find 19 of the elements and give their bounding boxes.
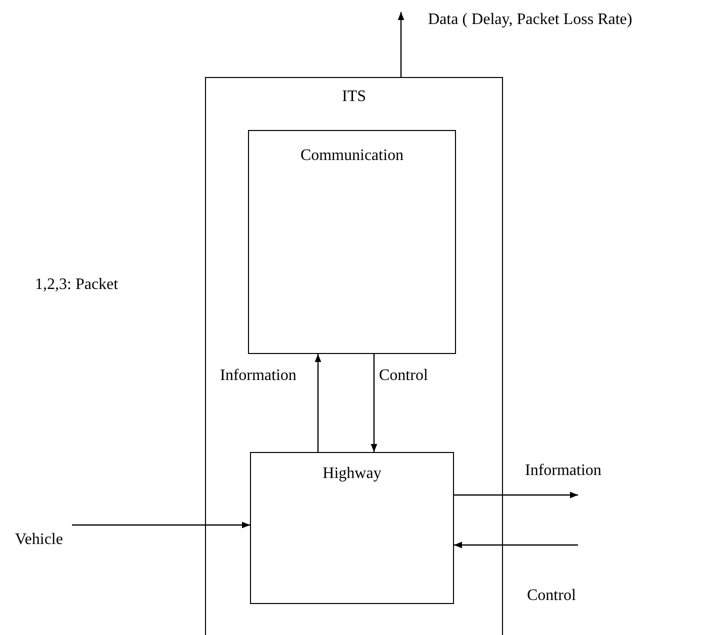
edge-label: Information: [220, 367, 296, 385]
node-title: Communication: [299, 147, 405, 165]
arrow: [454, 492, 578, 498]
component-box: [248, 130, 456, 354]
edge-label: Information: [525, 462, 602, 480]
system-box: [205, 77, 503, 635]
note-text: 1,2,3: Packet: [35, 276, 118, 294]
node-title: ITS: [341, 88, 367, 106]
arrow: [454, 542, 578, 548]
arrow: [314, 354, 322, 452]
component-box: [250, 452, 454, 604]
edge-label: Control: [379, 367, 428, 385]
arrow: [370, 354, 378, 452]
edge-label: Vehicle: [15, 531, 63, 549]
arrow: [398, 12, 404, 77]
node-title: Highway: [322, 465, 382, 483]
edge-label: Control: [527, 587, 576, 605]
arrow: [72, 522, 250, 528]
edge-label: Data ( Delay, Packet Loss Rate): [428, 11, 632, 29]
